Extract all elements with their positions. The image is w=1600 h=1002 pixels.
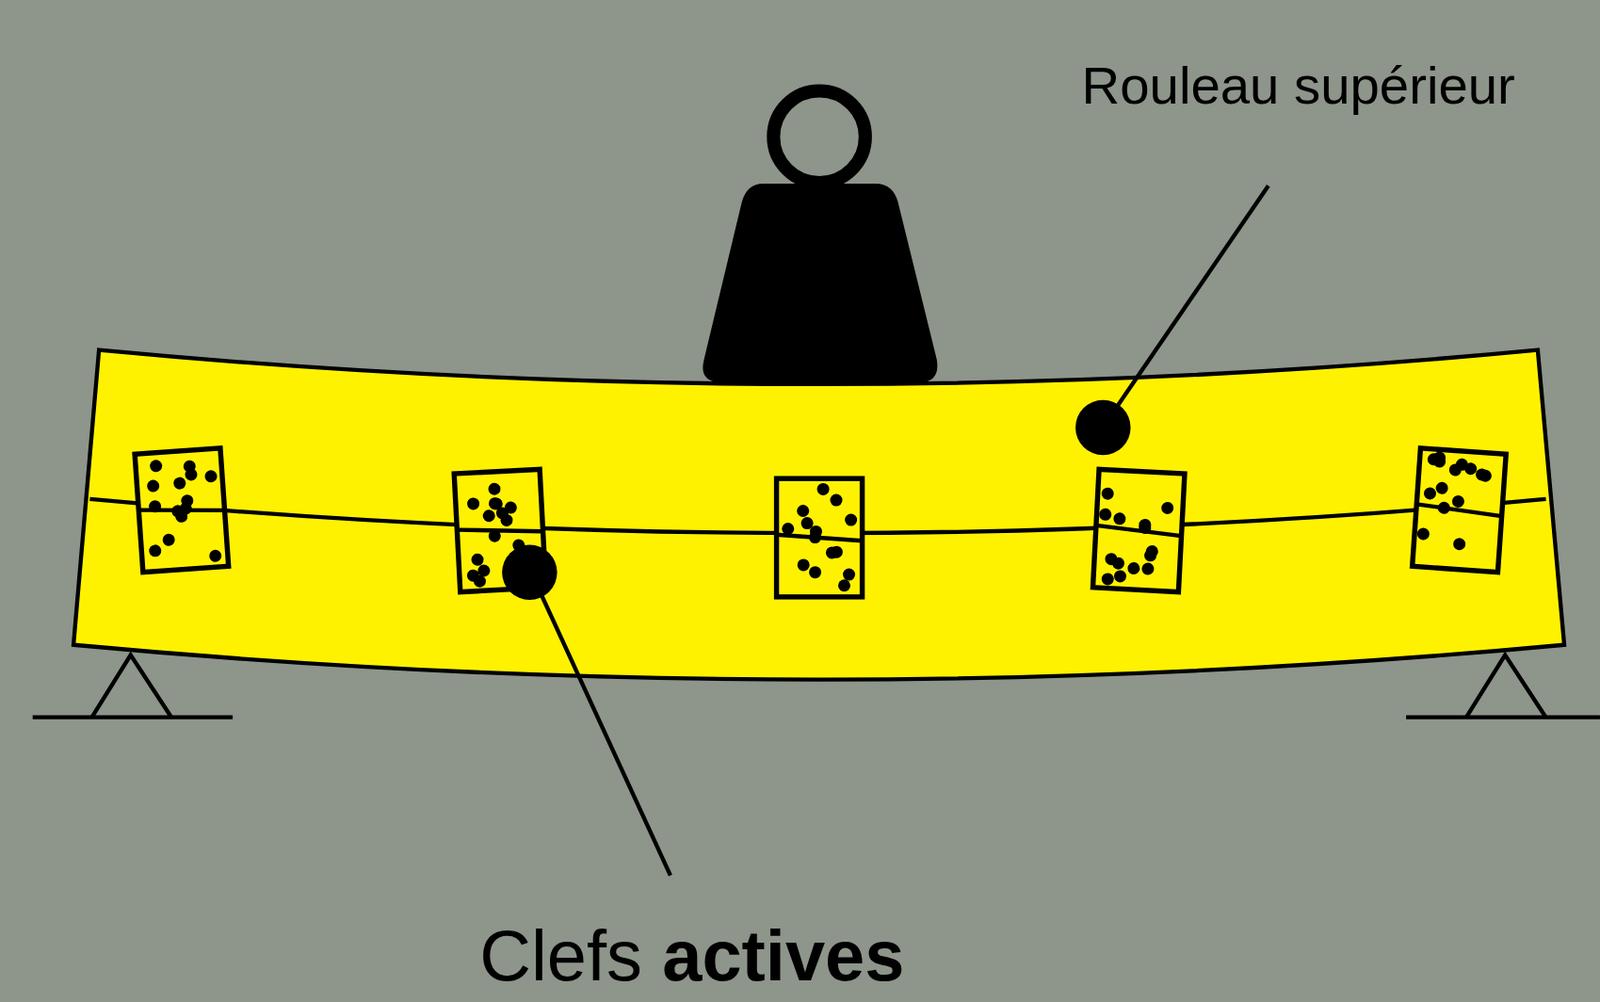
callout-label: Rouleau supérieur: [1082, 59, 1516, 113]
key-block: [134, 448, 229, 573]
beam: [73, 350, 1565, 680]
callout-label-part: Clefs: [479, 920, 643, 992]
callout-label-part: actives: [662, 920, 905, 992]
key-block: [1412, 448, 1507, 573]
callouts: [501, 185, 1269, 875]
key-block: [776, 478, 863, 598]
key-block: [1092, 468, 1184, 592]
weight: [702, 90, 938, 383]
keys: [134, 448, 1506, 598]
